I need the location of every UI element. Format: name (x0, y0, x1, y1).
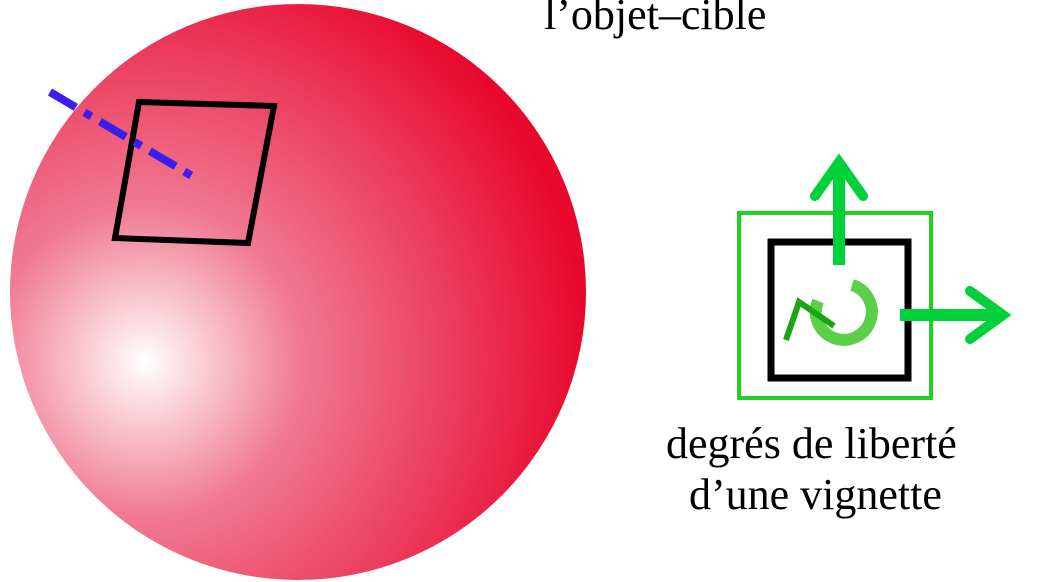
tile-on-sphere (111, 98, 278, 247)
surface-normal-dashed-line (47, 88, 195, 180)
dof-caption-line2: d’une vignette (689, 470, 942, 519)
target-sphere (10, 4, 586, 580)
dof-caption-line1: degrés de liberté (666, 419, 957, 468)
target-object-label: l’objet–cible (544, 0, 766, 39)
arrow-right-icon (900, 286, 1012, 344)
dof-icon (737, 153, 1012, 400)
rotation-arrow-icon (783, 279, 878, 346)
arrow-up-icon (810, 153, 868, 265)
